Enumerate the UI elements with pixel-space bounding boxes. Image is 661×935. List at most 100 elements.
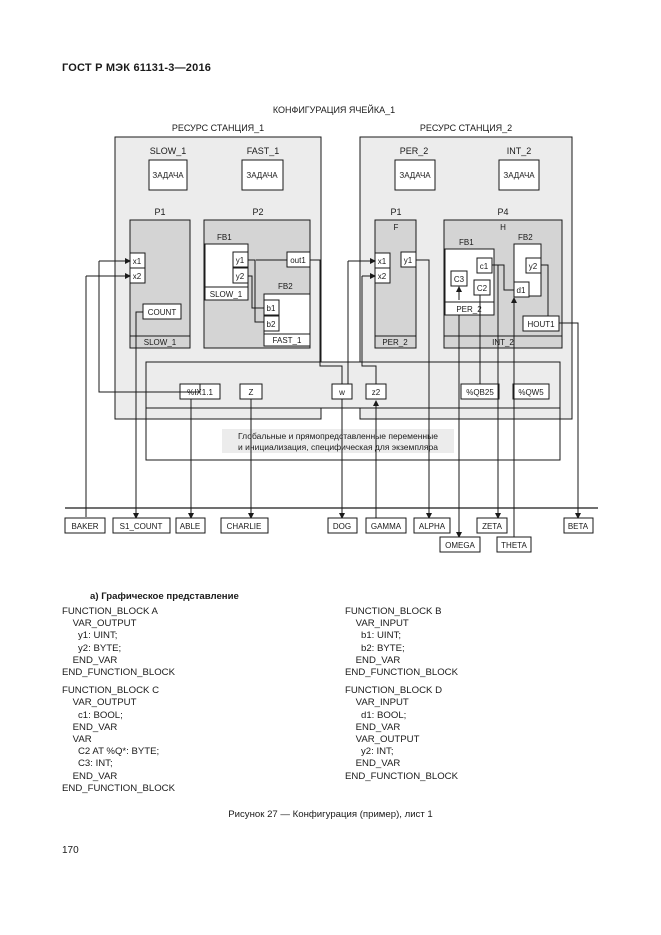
fb1-instance: PER_2 — [456, 305, 482, 314]
access-path-label: ABLE — [180, 522, 200, 531]
access-path-theta — [496, 536, 532, 553]
program-task-label: INT_2 — [492, 338, 514, 347]
access-path-label: DOG — [333, 522, 351, 531]
code-line: END_VAR — [345, 721, 401, 733]
code-line: VAR_OUTPUT — [62, 618, 137, 630]
program-name: P1 — [154, 207, 165, 217]
fb1-var-c3: C3 — [454, 275, 465, 284]
code-line: FUNCTION_BLOCK C — [62, 685, 160, 697]
access-path-label: CHARLIE — [227, 522, 262, 531]
code-line: VAR_OUTPUT — [345, 734, 420, 746]
code-line: END_VAR — [62, 770, 118, 782]
configuration-title: КОНФИГУРАЦИЯ ЯЧЕЙКА_1 — [273, 104, 395, 115]
access-path-zeta — [476, 517, 508, 534]
global-var-label: %QB25 — [466, 388, 494, 397]
program-p1-station1 — [129, 219, 191, 349]
task-box — [148, 159, 188, 191]
code-line: END_FUNCTION_BLOCK — [345, 770, 459, 782]
fb1-output-y1: y1 — [236, 256, 245, 265]
access-path-beta — [563, 517, 594, 534]
access-path-label: BAKER — [71, 522, 98, 531]
fb1-instance: SLOW_1 — [210, 290, 243, 299]
code-line: y1: UINT; — [62, 630, 118, 642]
access-path-s1-count — [112, 517, 171, 534]
code-line: FUNCTION_BLOCK A — [62, 606, 158, 617]
figure-caption: Рисунок 27 — Конфигурация (пример), лист… — [228, 809, 433, 820]
code-line: END_VAR — [62, 654, 118, 666]
code-line: FUNCTION_BLOCK D — [345, 685, 443, 697]
task-label: ЗАДАЧА — [246, 171, 278, 180]
count-var-label: COUNT — [148, 308, 177, 317]
program-name: P4 — [497, 207, 508, 217]
access-path-label: S1_COUNT — [120, 522, 163, 531]
fb1-output-y2: y2 — [236, 272, 245, 281]
access-path-charlie — [220, 517, 269, 534]
global-var-label: %QW5 — [518, 388, 544, 397]
fb1-var-c2: C2 — [477, 284, 488, 293]
task-label: ЗАДАЧА — [152, 171, 184, 180]
resource-1-title: РЕСУРС СТАНЦИЯ_1 — [172, 123, 264, 133]
fb2-var-d1: d1 — [517, 286, 526, 295]
access-path-alpha — [413, 517, 451, 534]
code-listing-right: FUNCTION_BLOCK B VAR_INPUT b1: UINT; b2:… — [345, 606, 458, 783]
fb1-name: FB1 — [217, 233, 232, 242]
task-box — [394, 159, 436, 191]
code-line: END_VAR — [345, 654, 401, 666]
fb2-var-y2: y2 — [529, 262, 538, 271]
document-header: ГОСТ Р МЭК 61131-3—2016 — [62, 62, 212, 74]
fb2-input-b1: b1 — [267, 304, 276, 313]
task-box — [498, 159, 540, 191]
fb2-name: FB2 — [278, 282, 293, 291]
task-name: SLOW_1 — [150, 146, 187, 156]
program-p1-station2 — [374, 219, 417, 349]
task-name: PER_2 — [400, 146, 429, 156]
fb1-var-c1: c1 — [480, 262, 489, 271]
fb2-instance: FAST_1 — [273, 336, 302, 345]
global-note-line-1: Глобальные и прямопредставленные перемен… — [238, 431, 438, 441]
program-subname: F — [394, 223, 399, 232]
program-input-label: x1 — [133, 257, 142, 266]
access-path-label: ALPHA — [419, 522, 446, 531]
program-output-label: HOUT1 — [527, 320, 555, 329]
code-line: END_FUNCTION_BLOCK — [62, 782, 176, 794]
code-line: C3: INT; — [62, 758, 113, 770]
global-note-line-2: и инициализация, специфическая для экзем… — [238, 442, 438, 452]
code-line: y2: BYTE; — [62, 642, 122, 654]
program-name: P2 — [252, 207, 263, 217]
access-path-dog — [327, 517, 358, 534]
resource-2-title: РЕСУРС СТАНЦИЯ_2 — [420, 123, 512, 133]
fb2-input-b2: b2 — [267, 320, 276, 329]
program-subname: H — [500, 223, 506, 232]
fb1-name: FB1 — [459, 238, 474, 247]
global-var-label: w — [338, 388, 345, 397]
code-line: VAR_INPUT — [345, 697, 409, 709]
task-label: ЗАДАЧА — [503, 171, 535, 180]
code-line: END_FUNCTION_BLOCK — [345, 667, 459, 679]
task-name: FAST_1 — [247, 146, 280, 156]
code-line: b1: UINT; — [345, 630, 401, 642]
code-line: c1: BOOL; — [62, 709, 123, 721]
code-line: C2 AT %Q*: BYTE; — [62, 746, 160, 758]
code-line: END_VAR — [62, 721, 118, 733]
program-output-label: y1 — [404, 256, 413, 265]
task-name: INT_2 — [507, 146, 532, 156]
access-path-label: BETA — [568, 522, 589, 531]
code-line: VAR — [62, 734, 92, 746]
access-path-label: OMEGA — [445, 541, 475, 550]
access-path-baker — [64, 517, 106, 534]
page-number: 170 — [62, 845, 79, 856]
access-path-gamma — [365, 517, 407, 534]
code-line: y2: INT; — [345, 746, 394, 758]
access-path-able — [175, 517, 206, 534]
global-var-label: Z — [249, 388, 254, 397]
code-listing-left: FUNCTION_BLOCK A VAR_OUTPUT y1: UINT; y2… — [62, 606, 175, 795]
access-path-omega — [439, 536, 481, 553]
configuration-diagram: КОНФИГУРАЦИЯ ЯЧЕЙКА_1 РЕСУРС СТАНЦИЯ_1 Р… — [64, 104, 598, 553]
code-line: FUNCTION_BLOCK B — [345, 606, 442, 617]
global-var-qw5 — [512, 383, 550, 400]
access-path-label: GAMMA — [371, 522, 402, 531]
code-line: b2: BYTE; — [345, 642, 405, 654]
fb2-name: FB2 — [518, 233, 533, 242]
code-line: VAR_OUTPUT — [62, 697, 137, 709]
global-var-label: z2 — [372, 388, 381, 397]
